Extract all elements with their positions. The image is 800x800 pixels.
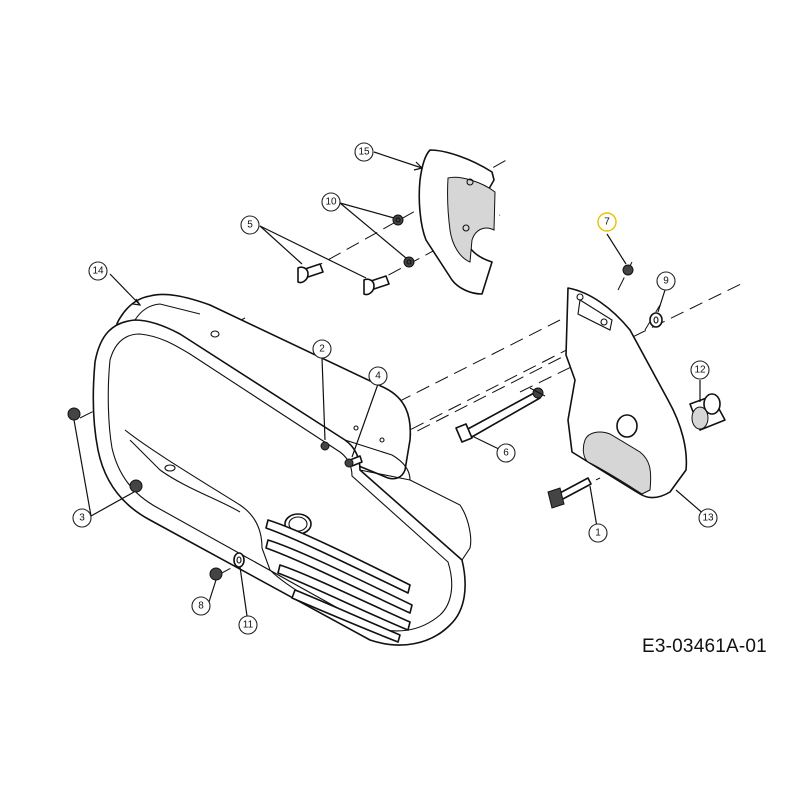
callout-15: 15 <box>354 142 374 162</box>
svg-text:14: 14 <box>92 266 104 277</box>
long-bolt-part-6 <box>455 387 546 443</box>
svg-text:13: 13 <box>702 513 714 524</box>
svg-text:4: 4 <box>375 371 381 382</box>
svg-text:9: 9 <box>663 276 669 287</box>
callout-6: 6 <box>496 443 516 463</box>
svg-text:2: 2 <box>319 344 325 355</box>
callout-3: 3 <box>72 508 92 528</box>
callout-2: 2 <box>312 339 332 359</box>
callout-5: 5 <box>240 215 260 235</box>
bolts-part-5 <box>297 263 390 296</box>
callout-9: 9 <box>656 271 676 291</box>
nuts-part-10 <box>392 214 415 268</box>
callout-4: 4 <box>368 366 388 386</box>
small-hardware <box>67 264 663 581</box>
drawing-code: E3-03461A-01 <box>642 636 767 657</box>
flange-bolt-part-1 <box>547 477 592 509</box>
svg-text:11: 11 <box>243 620 254 631</box>
bracket-plate-part-13 <box>565 287 688 499</box>
bracket-part-15 <box>418 149 496 295</box>
callout-1: 1 <box>588 523 608 543</box>
svg-text:7: 7 <box>604 217 610 228</box>
svg-text:10: 10 <box>325 197 337 208</box>
callout-7: 7 <box>597 212 617 232</box>
svg-text:5: 5 <box>247 220 253 231</box>
callout-14: 14 <box>88 261 108 281</box>
callout-13: 13 <box>698 508 718 528</box>
svg-text:3: 3 <box>79 513 85 524</box>
svg-text:12: 12 <box>694 365 706 376</box>
callout-8: 8 <box>191 596 211 616</box>
spacer-part-12 <box>689 393 726 431</box>
svg-text:8: 8 <box>198 601 204 612</box>
callout-10: 10 <box>321 192 341 212</box>
callout-12: 12 <box>690 360 710 380</box>
svg-text:15: 15 <box>358 147 370 158</box>
callout-11: 11 <box>238 615 258 635</box>
svg-text:1: 1 <box>595 528 601 539</box>
svg-text:6: 6 <box>503 448 509 459</box>
belt-cover-part-14 <box>92 293 472 646</box>
